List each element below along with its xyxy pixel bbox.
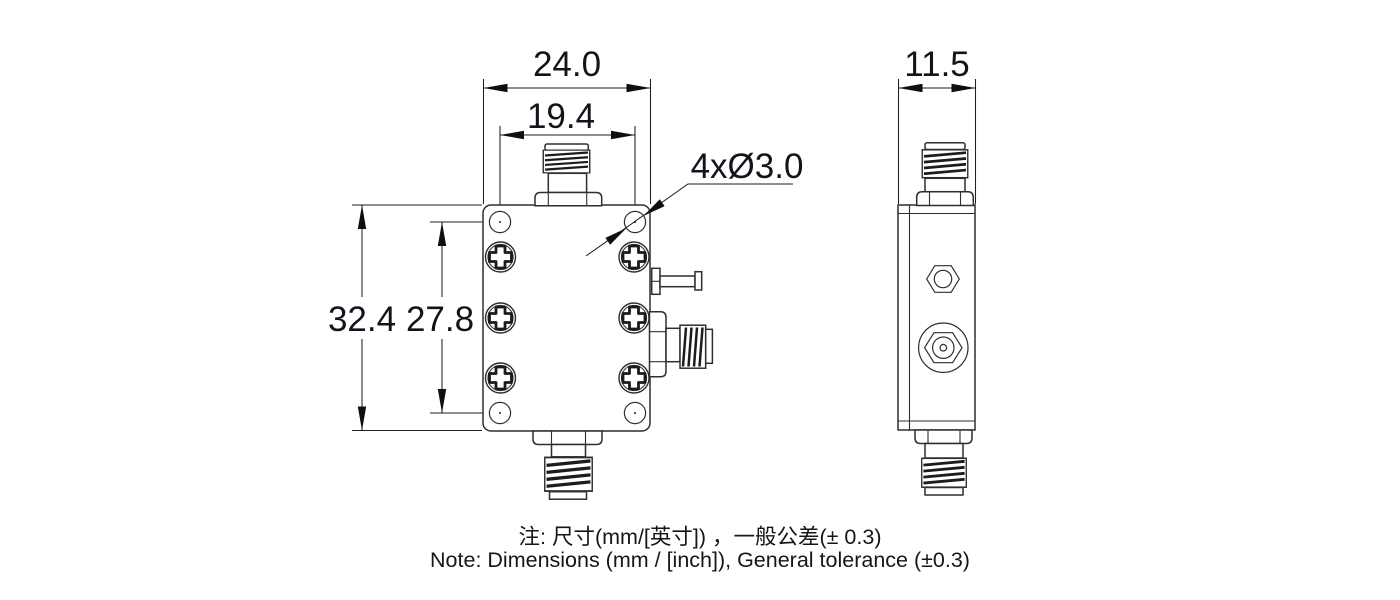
hole-callout-label: 4xØ3.0 xyxy=(691,147,804,186)
dim-front-width-label: 24.0 xyxy=(533,45,601,84)
dim-front-height xyxy=(352,204,482,432)
dim-hole-spacing-h xyxy=(499,126,636,212)
sma-connector-face xyxy=(917,322,969,374)
phillips-screw xyxy=(484,361,517,395)
dim-side-depth-label: 11.5 xyxy=(904,45,970,84)
side-housing-body xyxy=(897,204,976,431)
sma-connector-top xyxy=(534,143,603,207)
mounting-hole-bottom-right xyxy=(623,401,647,425)
phillips-screw xyxy=(484,301,517,335)
phillips-screw xyxy=(617,301,651,335)
dim-side-depth xyxy=(897,79,977,204)
hole-callout-leader xyxy=(585,183,793,257)
mounting-hole-bottom-left xyxy=(488,401,512,425)
dc-feedthrough-pin xyxy=(650,267,703,296)
mounting-hole-top-left xyxy=(488,210,512,234)
dim-hole-spacing-v-label: 27.8 xyxy=(406,300,474,339)
phillips-screw xyxy=(617,361,651,395)
dim-front-width xyxy=(482,79,652,204)
phillips-screw xyxy=(484,240,517,274)
sma-connector-bottom xyxy=(532,430,603,500)
sma-connector-bottom-side xyxy=(914,429,973,496)
dim-front-height-label: 32.4 xyxy=(328,300,396,339)
dim-hole-spacing-v xyxy=(430,221,490,414)
sma-connector-top-side xyxy=(915,141,975,207)
note-line-zh: 注: 尺寸(mm/[英寸]) ，一般公差(± 0.3) xyxy=(519,525,882,549)
side-view xyxy=(897,79,977,496)
note-line-en: Note: Dimensions (mm / [inch]), General … xyxy=(430,548,970,572)
phillips-screw xyxy=(617,240,651,274)
dim-hole-spacing-h-label: 19.4 xyxy=(527,97,595,136)
sma-connector-right xyxy=(648,310,714,378)
front-view xyxy=(352,79,793,500)
hex-nut-face xyxy=(925,265,961,293)
